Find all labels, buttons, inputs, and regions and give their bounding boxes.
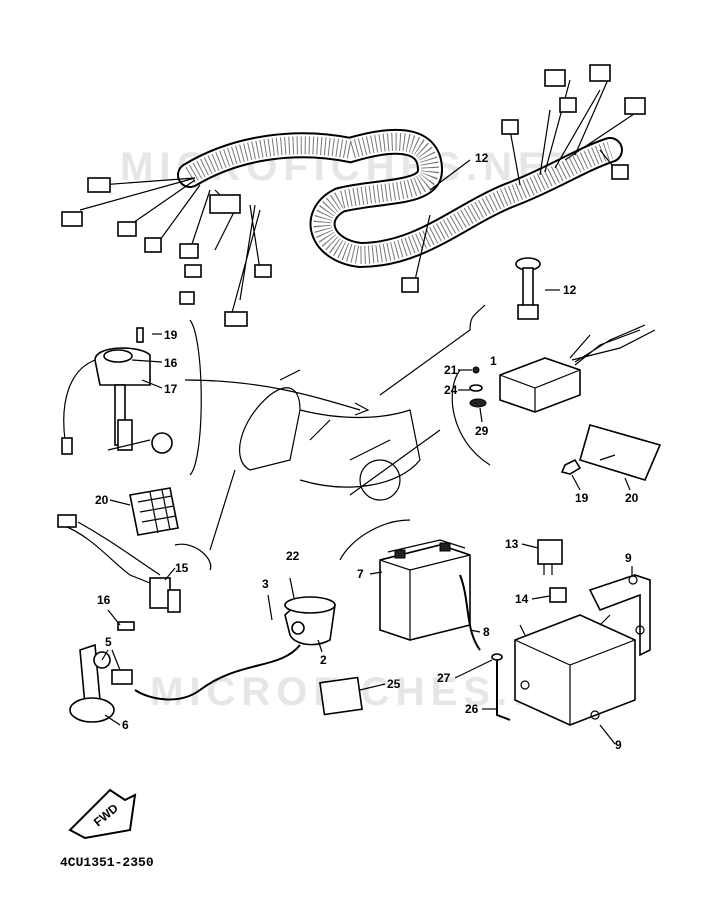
- callout-29[interactable]: 29: [475, 424, 489, 438]
- part-battery-box: [514, 614, 636, 726]
- callout-26[interactable]: 24: [444, 383, 458, 397]
- part-bracket: [588, 574, 651, 657]
- wire-harness: [61, 64, 646, 327]
- part-rod: [491, 653, 511, 721]
- callout-18[interactable]: 17: [164, 382, 178, 396]
- fwd-arrow[interactable]: FWD: [68, 788, 137, 840]
- callout-6[interactable]: 6: [122, 718, 129, 732]
- callout-25[interactable]: 22: [286, 549, 300, 563]
- part-switch: [515, 257, 541, 320]
- callouts: 12 12 19 16 17 21 1 24 29 20 19 20 22 3 …: [95, 151, 639, 752]
- part-fuel-sender: [61, 327, 173, 455]
- callout-24[interactable]: 21: [444, 363, 458, 377]
- callout-7[interactable]: 7: [357, 567, 364, 581]
- callout-11[interactable]: 12: [475, 151, 489, 165]
- part-relay-13: [537, 539, 567, 603]
- callout-26-lower[interactable]: 25: [387, 677, 401, 691]
- part-pad: [129, 487, 179, 536]
- callout-9[interactable]: 9: [615, 738, 622, 752]
- callout-23[interactable]: 26: [465, 702, 479, 716]
- part-ignition-coil: [134, 577, 336, 701]
- part-pad-20: [560, 424, 662, 481]
- callout-2[interactable]: 2: [320, 653, 327, 667]
- callout-1[interactable]: 1: [490, 354, 497, 368]
- callout-10[interactable]: 9: [625, 551, 632, 565]
- callout-17[interactable]: 16: [164, 356, 178, 370]
- leader-lines: [174, 304, 491, 571]
- part-plug-cap: [69, 643, 133, 723]
- part-label-26: [319, 676, 363, 716]
- callout-20[interactable]: 20: [625, 491, 639, 505]
- callout-12[interactable]: 12: [563, 283, 577, 297]
- callout-15[interactable]: 15: [175, 561, 189, 575]
- callout-14[interactable]: 14: [515, 592, 529, 606]
- part-battery: [379, 539, 481, 651]
- part-relay: [57, 514, 181, 631]
- callout-5[interactable]: 5: [105, 635, 112, 649]
- callout-19[interactable]: 19: [164, 328, 178, 342]
- callout-27[interactable]: 27: [437, 671, 451, 685]
- callout-8[interactable]: 8: [483, 625, 490, 639]
- scooter-outline: [239, 369, 421, 501]
- callout-16[interactable]: 16: [97, 593, 111, 607]
- callout-21[interactable]: 19: [575, 491, 589, 505]
- diagram-code: 4CU1351-2350: [60, 855, 154, 870]
- callout-13[interactable]: 13: [505, 537, 519, 551]
- part-cdi-unit: [469, 324, 656, 413]
- callout-3[interactable]: 3: [262, 577, 269, 591]
- callout-22[interactable]: 20: [95, 493, 109, 507]
